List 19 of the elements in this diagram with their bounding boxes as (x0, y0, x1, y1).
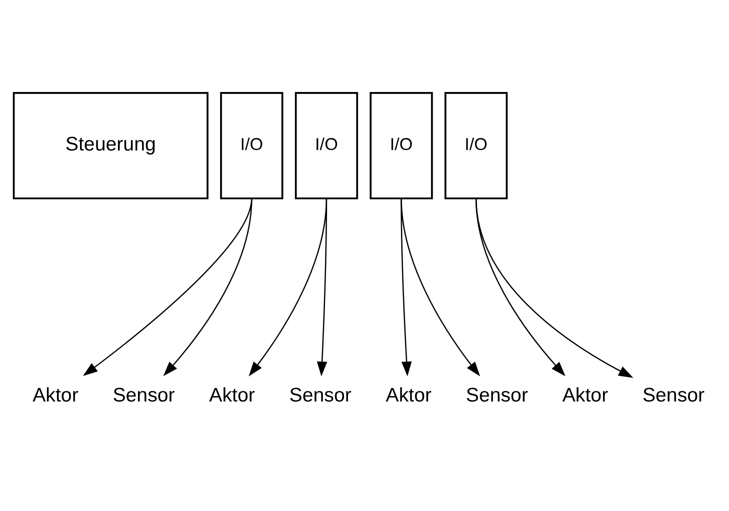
node-box: I/O (444, 91, 508, 199)
node-box: Steuerung (12, 91, 208, 199)
arrow (82, 198, 252, 376)
node-text: Aktor (562, 384, 608, 406)
node-box: I/O (220, 91, 284, 199)
arrow (475, 198, 634, 378)
node-text: Sensor (642, 384, 705, 406)
node-text: Aktor (386, 384, 432, 406)
arrow (248, 198, 328, 376)
node-text: Aktor (32, 384, 78, 406)
node-text: Sensor (289, 384, 352, 406)
arrow (316, 198, 328, 376)
arrow (163, 198, 252, 376)
node-text: Sensor (466, 384, 528, 406)
arrow (400, 198, 480, 376)
node-box: I/O (294, 91, 358, 199)
node-box: I/O (370, 91, 433, 199)
node-text: Aktor (209, 384, 255, 406)
node-text: Sensor (112, 384, 175, 406)
